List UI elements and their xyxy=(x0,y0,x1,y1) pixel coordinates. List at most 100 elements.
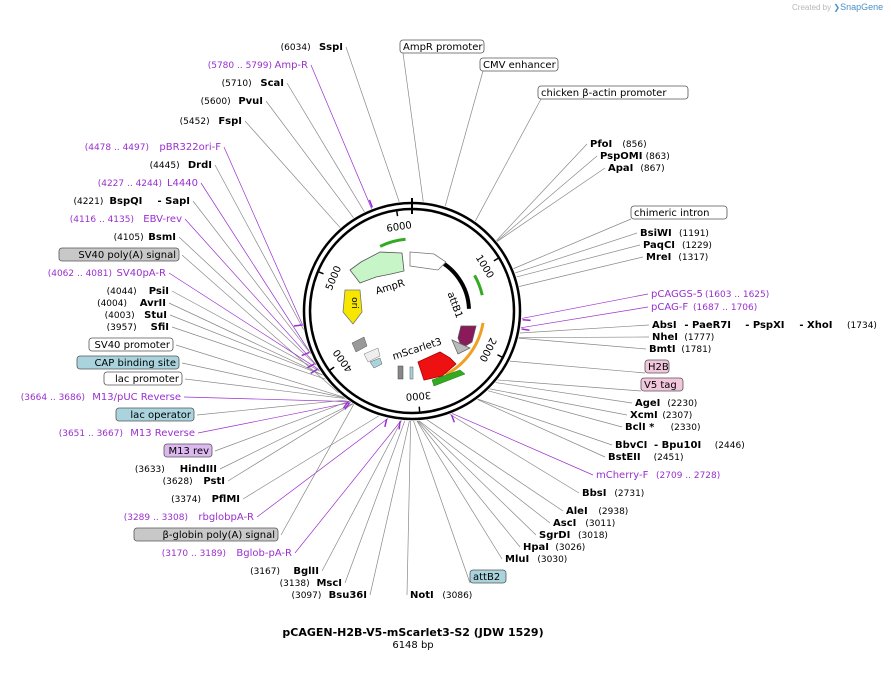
right-label-chimeric-intron: chimeric intron xyxy=(630,205,728,220)
enzyme-name: StuI xyxy=(144,310,167,321)
leader-line xyxy=(521,293,649,319)
polya-marker xyxy=(397,365,404,380)
right-label-mrei: MreI(1317) xyxy=(646,252,708,263)
left-label-stui: StuI(4003) xyxy=(105,310,167,321)
site-position: (4062 .. 4081) xyxy=(48,269,112,279)
enzyme-name: BspQI xyxy=(109,196,142,207)
enzyme-name: ScaI xyxy=(260,78,284,89)
leader-line xyxy=(416,420,503,560)
leader-line xyxy=(477,398,613,446)
site-position: (3026) xyxy=(555,543,585,553)
site-position: (3633) xyxy=(135,465,165,475)
enzyme-name: SfiI xyxy=(151,322,169,333)
site-position: (4478 .. 4497) xyxy=(85,143,149,153)
feature-label-box xyxy=(640,377,684,392)
left-label-lac-promoter: lac promoter xyxy=(103,371,183,386)
enzyme-name-extra: - Bpu10I xyxy=(654,440,701,451)
site-position: (1777) xyxy=(684,333,714,343)
enzyme-name: BsmI xyxy=(148,232,176,243)
left-label-psii: PsiI(4044) xyxy=(107,286,169,297)
right-label-pcag-f: pCAG-F(1687 .. 1706) xyxy=(651,302,757,313)
enzyme-name: BmtI xyxy=(649,344,676,355)
site-position: (5710) xyxy=(222,79,252,89)
leader-line xyxy=(280,404,355,536)
scale-tick-label: 6000 xyxy=(386,220,413,235)
leader-line xyxy=(444,70,484,207)
leader-line xyxy=(321,420,402,572)
leader-line xyxy=(406,420,412,596)
enzyme-name: Bsu36I xyxy=(329,590,367,601)
left-label-lac-operator: lac operator xyxy=(115,407,195,422)
site-position: (4105) xyxy=(114,233,144,243)
left-label-bglii: BglII(3167) xyxy=(250,566,319,577)
feature-label-text: AmpR promoter xyxy=(403,42,483,53)
site-position: (4227 .. 4244) xyxy=(98,179,162,189)
leader-line xyxy=(192,200,311,354)
primer-site xyxy=(293,324,302,327)
site-position: (3030) xyxy=(537,555,567,565)
leader-line xyxy=(518,336,650,339)
leader-line xyxy=(197,402,351,434)
left-label-pbr322ori-f: pBR322ori-F (4478 .. 4497) xyxy=(85,142,222,153)
right-label-agei: AgeI(2230) xyxy=(635,398,697,409)
site-position: (3011) xyxy=(585,519,615,529)
enzyme-name: AleI xyxy=(566,506,588,517)
left-label-msci: MscI(3138) xyxy=(280,578,342,589)
leader-line xyxy=(520,306,649,329)
site-position: (3628) xyxy=(163,477,193,487)
lac-marker xyxy=(369,357,383,369)
leader-line xyxy=(497,167,606,242)
left-label-m13-rev: M13 rev xyxy=(163,443,213,458)
right-label-pspomi: PspOMI(863) xyxy=(600,151,670,162)
leader-line xyxy=(256,418,389,518)
plasmid-size: 6148 bp xyxy=(392,640,434,651)
leader-line xyxy=(345,46,400,202)
right-label-apai: ApaI(867) xyxy=(608,163,665,174)
ampr-arrow xyxy=(349,251,405,284)
feature-label-text: chicken β-actin promoter xyxy=(541,88,667,99)
site-position: (2307) xyxy=(662,411,692,421)
scale-tick-label: 2000 xyxy=(477,336,498,364)
site-position: (3167) xyxy=(250,567,280,577)
enzyme-name: AgeI xyxy=(635,398,660,409)
primer-name: EBV-rev xyxy=(143,214,182,225)
primer-site xyxy=(307,363,315,369)
leader-line xyxy=(516,244,641,278)
primer-site xyxy=(310,368,318,375)
primer-name: rbglobpA-R xyxy=(198,512,254,523)
left-label-cap-binding-site: CAP binding site xyxy=(76,355,180,370)
enzyme-name: PvuI xyxy=(238,96,263,107)
leader-line xyxy=(242,415,379,500)
feature-label-text: attB2 xyxy=(473,572,500,583)
ori-arrow xyxy=(342,289,363,325)
leader-line xyxy=(200,182,311,354)
primer-site xyxy=(342,401,349,409)
leader-line xyxy=(519,256,644,287)
site-position: (5452) xyxy=(180,117,210,127)
leader-line xyxy=(509,360,646,374)
leader-line xyxy=(417,420,521,548)
attb1-label: attB1 xyxy=(445,290,465,319)
feature-label-text: lac operator xyxy=(130,410,191,421)
chimeric-intron-arc xyxy=(473,274,484,296)
leader-line xyxy=(518,337,647,350)
right-label-bsiwi: BsiWI(1191) xyxy=(640,228,709,239)
primer-name: pBR322ori-F xyxy=(159,142,221,153)
enzyme-name: PspOMI xyxy=(600,151,642,162)
right-label-asci: AscI(3011) xyxy=(553,518,615,529)
right-label-xcmi: XcmI(2307) xyxy=(630,410,692,421)
feature-label-box xyxy=(479,57,559,72)
left-label-amp-r: Amp-R(5780 .. 5799) xyxy=(208,60,308,71)
site-position: (5600) xyxy=(201,97,231,107)
leader-line xyxy=(214,164,304,330)
right-label-bsteii: BstEII(2451) xyxy=(608,452,684,463)
enzyme-name: HpaI xyxy=(523,542,549,553)
leader-line xyxy=(427,419,564,512)
scale-tick xyxy=(497,354,504,359)
site-position: (2709 .. 2728) xyxy=(656,471,720,481)
ori-label: ori xyxy=(349,297,359,309)
scale-tick xyxy=(328,366,335,372)
